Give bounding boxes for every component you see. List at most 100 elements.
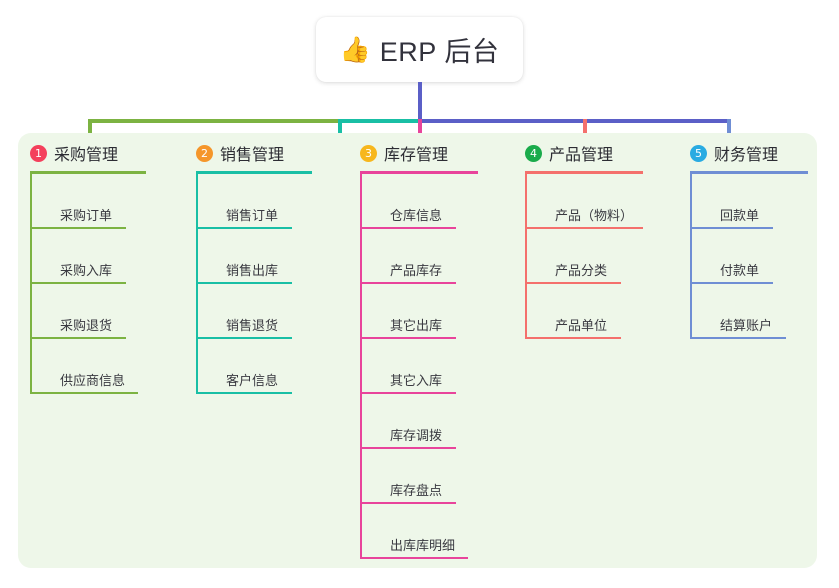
column-4: 4 产品管理产品（物料） 产品分类产品单位	[513, 140, 643, 339]
list-item-rule	[360, 557, 468, 559]
column-items: 产品（物料） 产品分类产品单位	[525, 174, 643, 339]
list-item-label: 产品（物料）	[555, 208, 634, 223]
list-item-rule	[360, 227, 456, 229]
bus-segment-right	[418, 119, 729, 123]
column-items: 销售订单销售出库销售退货客户信息	[196, 174, 312, 394]
column-number-badge: 3	[360, 144, 377, 162]
list-item-label: 采购订单	[60, 208, 113, 223]
list-item-label: 销售出库	[226, 263, 279, 278]
list-item[interactable]: 销售订单	[196, 174, 312, 229]
list-item-label: 其它出库	[390, 318, 443, 333]
column-spine	[30, 174, 32, 394]
list-item-label: 其它入库	[390, 373, 443, 388]
list-item-rule	[196, 227, 292, 229]
column-spine	[360, 174, 362, 559]
list-item-label: 供应商信息	[60, 373, 126, 388]
column-items: 仓库信息产品库存其它出库其它入库库存调拨库存盘点出库库明细	[360, 174, 478, 559]
content-panel	[18, 133, 817, 568]
list-item-label: 采购入库	[60, 263, 113, 278]
list-item[interactable]: 产品库存	[360, 229, 478, 284]
list-item[interactable]: 供应商信息	[30, 339, 146, 394]
list-item[interactable]: 采购退货	[30, 284, 146, 339]
list-item-label: 产品分类	[555, 263, 608, 278]
list-item-rule	[525, 282, 621, 284]
column-items: 回款单付款单结算账户	[690, 174, 808, 339]
column-header-rule	[690, 171, 808, 174]
list-item-rule	[360, 447, 456, 449]
list-item-rule	[690, 282, 773, 284]
column-number-badge: 1	[30, 144, 47, 162]
list-item-rule	[196, 282, 292, 284]
list-item[interactable]: 产品（物料）	[525, 174, 643, 229]
list-item-rule	[196, 392, 292, 394]
column-header-2[interactable]: 2 销售管理	[184, 140, 312, 166]
list-item[interactable]: 仓库信息	[360, 174, 478, 229]
list-item-rule	[360, 337, 456, 339]
column-header-4[interactable]: 4 产品管理	[513, 140, 643, 166]
list-item[interactable]: 产品单位	[525, 284, 643, 339]
column-1: 1 采购管理采购订单采购入库采购退货供应商信息	[18, 140, 146, 394]
list-item[interactable]: 客户信息	[196, 339, 312, 394]
column-5: 5 财务管理回款单付款单结算账户	[678, 140, 808, 339]
list-item-label: 产品库存	[390, 263, 443, 278]
list-item-label: 库存调拨	[390, 428, 443, 443]
column-header-rule	[360, 171, 478, 174]
list-item-label: 仓库信息	[390, 208, 443, 223]
list-item[interactable]: 库存调拨	[360, 394, 478, 449]
column-header-label: 库存管理	[384, 147, 449, 164]
list-item-rule	[30, 227, 126, 229]
column-number-badge: 5	[690, 144, 707, 162]
list-item[interactable]: 付款单	[690, 229, 808, 284]
list-item[interactable]: 回款单	[690, 174, 808, 229]
column-header-rule	[30, 171, 146, 174]
list-item[interactable]: 产品分类	[525, 229, 643, 284]
column-3: 3 库存管理仓库信息产品库存其它出库其它入库库存调拨库存盘点出库库明细	[348, 140, 478, 559]
column-header-1[interactable]: 1 采购管理	[18, 140, 146, 166]
thumbs-up-icon: 👍	[339, 35, 371, 64]
list-item[interactable]: 采购入库	[30, 229, 146, 284]
list-item-rule	[690, 227, 773, 229]
column-number-badge: 2	[196, 144, 213, 162]
list-item-rule	[360, 392, 456, 394]
root-node-card[interactable]: 👍 ERP 后台	[316, 17, 523, 82]
column-header-label: 采购管理	[54, 147, 119, 164]
root-node-title: ERP 后台	[379, 37, 500, 67]
column-header-3[interactable]: 3 库存管理	[348, 140, 478, 166]
list-item[interactable]: 采购订单	[30, 174, 146, 229]
list-item-label: 付款单	[720, 263, 760, 278]
list-item-label: 客户信息	[226, 373, 279, 388]
list-item-label: 销售订单	[226, 208, 279, 223]
bus-segment-left	[88, 119, 338, 123]
list-item[interactable]: 库存盘点	[360, 449, 478, 504]
column-spine	[690, 174, 692, 339]
list-item-rule	[525, 227, 643, 229]
column-spine	[196, 174, 198, 394]
column-header-rule	[525, 171, 643, 174]
column-number-badge: 4	[525, 144, 542, 162]
list-item-rule	[196, 337, 292, 339]
list-item[interactable]: 销售退货	[196, 284, 312, 339]
list-item-label: 库存盘点	[390, 483, 443, 498]
list-item[interactable]: 其它入库	[360, 339, 478, 394]
list-item[interactable]: 其它出库	[360, 284, 478, 339]
list-item[interactable]: 结算账户	[690, 284, 808, 339]
column-items: 采购订单采购入库采购退货供应商信息	[30, 174, 146, 394]
list-item-rule	[30, 282, 126, 284]
list-item-label: 销售退货	[226, 318, 279, 333]
list-item-rule	[360, 502, 456, 504]
trunk-connector	[418, 82, 422, 121]
list-item-label: 出库库明细	[390, 538, 456, 553]
bus-segment-middle	[338, 119, 420, 123]
list-item[interactable]: 出库库明细	[360, 504, 478, 559]
column-header-5[interactable]: 5 财务管理	[678, 140, 808, 166]
list-item-label: 产品单位	[555, 318, 608, 333]
column-2: 2 销售管理销售订单销售出库销售退货客户信息	[184, 140, 312, 394]
column-header-label: 产品管理	[549, 147, 614, 164]
list-item-label: 回款单	[720, 208, 760, 223]
list-item[interactable]: 销售出库	[196, 229, 312, 284]
column-header-label: 销售管理	[220, 147, 285, 164]
list-item-rule	[360, 282, 456, 284]
column-header-label: 财务管理	[714, 147, 779, 164]
column-header-rule	[196, 171, 312, 174]
